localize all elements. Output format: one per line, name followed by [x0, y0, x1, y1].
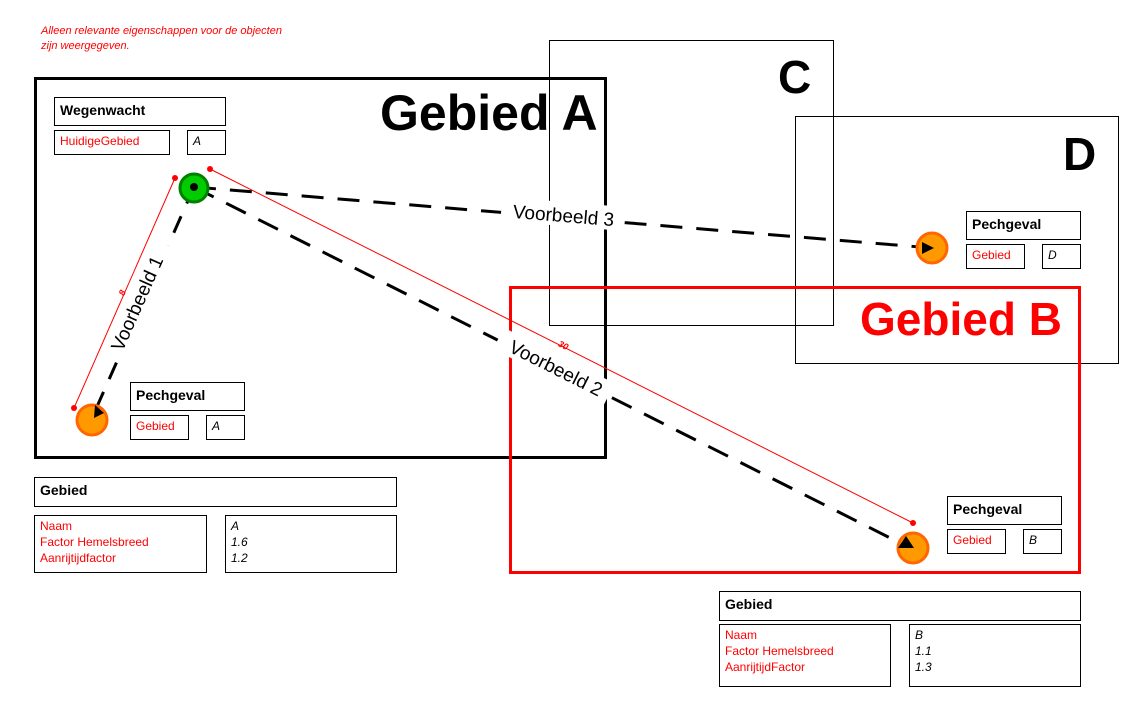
- wegenwacht-value: A: [187, 130, 226, 155]
- gebied-a-val-naam: A: [231, 519, 240, 533]
- pechgeval-d-marker[interactable]: [915, 231, 949, 265]
- pechgeval-d-title: Pechgeval: [966, 211, 1081, 240]
- pechgeval-a-key: Gebied: [130, 415, 189, 440]
- distance-line-1: [73, 177, 176, 409]
- gebied-b-val-naam: B: [915, 628, 924, 642]
- pechgeval-a-value: A: [206, 415, 245, 440]
- label-bg: [493, 327, 615, 405]
- gebied-a-val-aanrijtijdfactor: 1.2: [231, 551, 248, 565]
- gebied-b-table-keys: Naam Factor Hemelsbreed AanrijtijdFactor: [719, 624, 891, 687]
- orange-circle-icon: [75, 403, 109, 437]
- pechgeval-b-marker[interactable]: [896, 531, 930, 565]
- distance-endpoint: [207, 166, 213, 172]
- wegenwacht-marker[interactable]: [178, 172, 210, 204]
- pechgeval-b-value: B: [1023, 529, 1062, 554]
- area-a-title: Gebied A: [380, 85, 598, 141]
- pechgeval-a-marker[interactable]: [75, 403, 109, 437]
- distance-endpoint: [172, 175, 178, 181]
- area-gebied-b: [509, 286, 1081, 574]
- wegenwacht-title: Wegenwacht: [54, 97, 226, 126]
- distance-endpoint: [71, 405, 77, 411]
- pechgeval-d-key: Gebied: [966, 244, 1025, 269]
- area-c: [549, 40, 834, 326]
- gebied-a-val-factor-hemelsbreed: 1.6: [231, 535, 248, 549]
- gebied-a-table-title: Gebied: [34, 477, 397, 507]
- pechgeval-a-title: Pechgeval: [130, 382, 245, 411]
- wegenwacht-key: HuidigeGebied: [54, 130, 170, 155]
- gebied-a-key-aanrijtijdfactor: Aanrijtijdfactor: [40, 551, 117, 565]
- connection-line-1: [90, 186, 196, 419]
- area-d: [795, 116, 1119, 364]
- pechgeval-d-value: D: [1042, 244, 1081, 269]
- gebied-a-table-values: A 1.6 1.2: [225, 515, 397, 573]
- pechgeval-b-key: Gebied: [947, 529, 1006, 554]
- annotation-note: Alleen relevante eigenschappen voor de o…: [41, 25, 282, 52]
- gebied-b-key-aanrijtijdfactor: AanrijtijdFactor: [725, 660, 806, 674]
- distance-label-2: 30: [557, 339, 570, 352]
- distance-line-2: [209, 168, 914, 524]
- gebied-a-table-keys: Naam Factor Hemelsbreed Aanrijtijdfactor: [34, 515, 207, 573]
- pechgeval-b-title: Pechgeval: [947, 496, 1062, 525]
- gebied-b-key-factor-hemelsbreed: Factor Hemelsbreed: [725, 644, 834, 658]
- gebied-a-key-factor-hemelsbreed: Factor Hemelsbreed: [40, 535, 149, 549]
- area-b-title: Gebied B: [860, 293, 1062, 345]
- distance-label-1: 8: [117, 288, 128, 297]
- area-d-title: D: [1063, 128, 1097, 180]
- arrow-icon: [922, 242, 934, 254]
- distance-endpoint: [910, 520, 916, 526]
- arrow-icon: [94, 405, 104, 418]
- label-bg: [105, 239, 177, 359]
- marker-hub: [190, 183, 198, 191]
- gebied-b-val-aanrijtijdfactor: 1.3: [915, 660, 932, 674]
- area-c-title: C: [778, 51, 812, 103]
- gebied-b-table-values: B 1.1 1.3: [909, 624, 1081, 687]
- gebied-a-key-naam: Naam: [40, 519, 73, 533]
- gebied-b-val-factor-hemelsbreed: 1.1: [915, 644, 932, 658]
- gebied-b-table-title: Gebied: [719, 591, 1081, 621]
- area-gebied-a: [34, 77, 607, 459]
- arrow-icon: [898, 536, 914, 548]
- label-bg: [500, 196, 626, 232]
- gebied-b-key-naam: Naam: [725, 628, 758, 642]
